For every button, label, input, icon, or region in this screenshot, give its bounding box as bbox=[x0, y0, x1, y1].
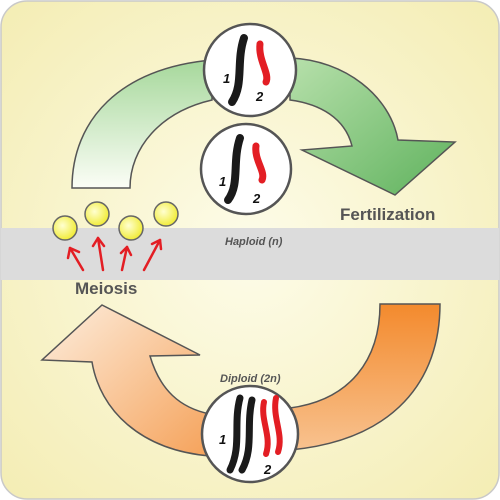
chromosome-label-2: 2 bbox=[252, 191, 261, 206]
orange-arrow-left-head bbox=[40, 304, 211, 457]
chromosome-label-1: 1 bbox=[223, 71, 230, 86]
chromosome-red bbox=[256, 40, 271, 86]
chromosome-red-a bbox=[260, 399, 271, 457]
chromosome-black-b bbox=[238, 396, 256, 474]
chromosome-label-1: 1 bbox=[219, 432, 226, 447]
haploid-cell-top: 1 2 bbox=[202, 22, 298, 118]
gametes bbox=[52, 201, 179, 241]
diploid-cell-bottom: 1 2 bbox=[200, 384, 300, 484]
chromosome-red bbox=[252, 142, 267, 184]
diploid-label: Diploid (2n) bbox=[220, 373, 281, 385]
red-arrow bbox=[66, 246, 85, 272]
fertilization-arrow bbox=[71, 57, 457, 196]
gamete bbox=[118, 215, 144, 241]
meiosis-label: Meiosis bbox=[75, 279, 137, 298]
red-arrow bbox=[119, 245, 133, 272]
chromosome-black-a bbox=[226, 394, 244, 474]
haploid-label: Haploid (n) bbox=[225, 236, 283, 248]
haploid-band bbox=[1, 228, 499, 280]
haploid-cell-middle: 1 2 bbox=[199, 122, 293, 216]
chromosome-label-1: 1 bbox=[219, 174, 226, 189]
meiosis-split-arrows bbox=[66, 236, 163, 272]
fertilization-label: Fertilization bbox=[340, 205, 435, 224]
chromosome-red-b bbox=[272, 395, 283, 455]
chromosome-label-2: 2 bbox=[263, 462, 272, 477]
gamete bbox=[84, 201, 110, 227]
chromosome-black bbox=[224, 134, 244, 204]
red-arrow bbox=[91, 236, 106, 272]
green-arrow-right-head bbox=[289, 57, 457, 196]
gamete bbox=[153, 201, 179, 227]
chromosome-black bbox=[228, 34, 248, 106]
chromosome-label-2: 2 bbox=[255, 89, 264, 104]
gamete bbox=[52, 215, 78, 241]
meiosis-arrow bbox=[40, 303, 441, 457]
red-arrow bbox=[142, 238, 163, 272]
